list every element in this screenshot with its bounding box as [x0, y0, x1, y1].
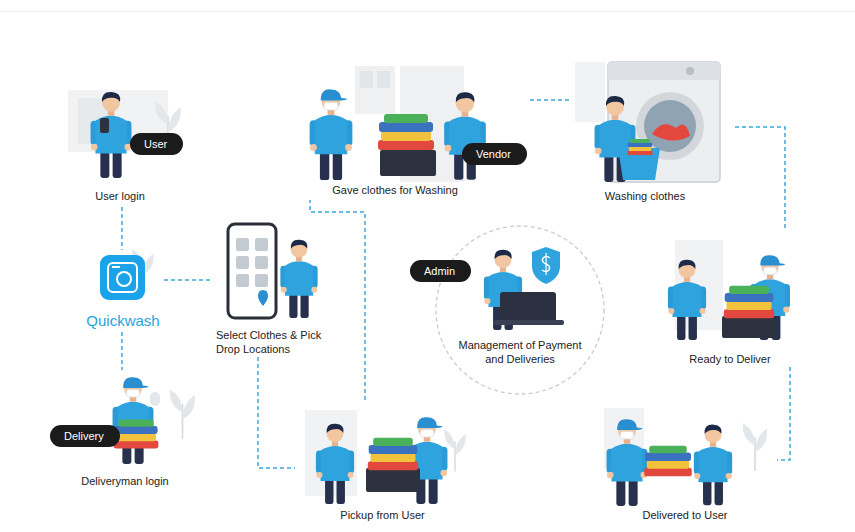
vendor-scene-rect — [377, 71, 390, 88]
delivered-step: Delivered to User — [595, 400, 777, 525]
pickup-scene-use — [444, 430, 465, 472]
washing-scene-use — [627, 139, 652, 155]
circle-outline-shape — [436, 226, 604, 394]
step-caption: Pickup from User — [295, 508, 470, 522]
delivered-scene-use — [644, 446, 692, 477]
step-caption: Select Clothes & Pick Drop Locations — [216, 328, 348, 356]
dashed-connector — [121, 332, 123, 370]
washing-scene-circle — [686, 67, 694, 75]
vendor-scene-use — [378, 114, 434, 150]
circle-outline — [435, 225, 605, 395]
admin-scene-rect — [500, 292, 556, 322]
phone-scene-rect — [228, 224, 276, 318]
select-step: Select Clothes & Pick Drop Locations — [212, 220, 352, 357]
dashed-connector — [310, 200, 365, 400]
washing-scene — [575, 62, 720, 182]
quickwash-logo-rect — [100, 255, 145, 300]
top-rule — [0, 11, 855, 12]
phone-scene-rect — [236, 274, 249, 287]
step-caption: User login — [55, 189, 185, 203]
step-caption: Gave clothes for Washing — [300, 183, 490, 197]
quickwash-logo-rect — [108, 263, 137, 292]
step-caption: Washing clothes — [570, 189, 720, 203]
ready-scene — [668, 240, 790, 340]
app-logo: Quickwash — [82, 250, 164, 332]
role-badge: Delivery — [50, 425, 120, 447]
vendor-step: VendorGave clothes for Washing — [300, 60, 530, 200]
admin-scene-rect — [494, 320, 564, 325]
deliveryman-scene-use — [170, 390, 195, 439]
dashed-connector — [777, 367, 790, 460]
delivered-scene-use — [694, 425, 732, 506]
pickup-scene-use — [368, 438, 418, 470]
user-step: UserUser login — [55, 85, 195, 207]
delivered-scene — [604, 408, 767, 506]
step-caption: Deliveryman login — [45, 474, 205, 488]
vendor-scene-use — [444, 92, 486, 180]
ready-step: Ready to Deliver — [655, 230, 807, 367]
washing-scene-rect — [608, 62, 720, 80]
deliveryman-scene — [113, 377, 195, 464]
admin-circle: AdminManagement of Payment and Deliverie… — [435, 225, 605, 395]
step-caption: Ready to Deliver — [655, 352, 805, 366]
dashed-connector — [164, 279, 212, 281]
user-scene-rect — [100, 118, 109, 133]
vendor-scene-rect — [355, 66, 395, 114]
dashed-connector — [121, 207, 123, 250]
washing-step: Washing clothes — [570, 55, 735, 207]
user-scene-use — [91, 92, 132, 178]
delivered-scene-use — [607, 419, 648, 506]
delivered-scene-use — [743, 423, 767, 471]
quickwash-logo — [100, 249, 154, 300]
phone-scene-rect — [255, 238, 268, 251]
admin-scene — [484, 247, 564, 330]
deliveryman-scene-use — [114, 420, 159, 449]
quickwash-logo-rect — [112, 266, 120, 268]
washing-scene-rect — [575, 62, 605, 122]
vendor-scene — [310, 66, 486, 182]
washing-scene-path — [652, 124, 690, 140]
phone-scene-rect — [236, 256, 249, 269]
brand-name: Quickwash — [84, 312, 162, 330]
role-badge: User — [130, 133, 183, 155]
top-rule-rect — [0, 11, 855, 12]
admin-scene-rect — [546, 253, 547, 275]
step-caption: Delivered to User — [595, 508, 775, 522]
phone-scene-path — [258, 290, 268, 306]
vendor-scene-use — [310, 89, 353, 180]
phone-scene — [228, 224, 318, 318]
deliveryman-scene-rect — [150, 392, 160, 406]
pickup-scene-rect — [366, 468, 420, 492]
dashed-connector — [735, 127, 785, 230]
phone-scene-rect — [255, 274, 268, 287]
role-badge: Vendor — [462, 143, 527, 165]
role-badge: Admin — [410, 260, 471, 282]
deliveryman-step: DeliveryDeliveryman login — [45, 370, 207, 490]
ready-scene-use — [668, 260, 706, 340]
pickup-step: Pickup from User — [295, 400, 472, 525]
phone-scene-use — [280, 240, 317, 318]
pickup-scene — [305, 410, 466, 504]
quickwash-logo-circle — [117, 272, 131, 286]
ready-scene-use — [724, 286, 774, 318]
ready-scene-rect — [722, 316, 776, 338]
phone-scene-rect — [255, 256, 268, 269]
step-caption: Management of Payment and Deliveries — [450, 338, 590, 366]
vendor-scene-rect — [380, 150, 436, 176]
vendor-scene-rect — [360, 71, 373, 88]
admin-scene-path — [532, 247, 560, 284]
dashed-connector — [258, 357, 295, 468]
pickup-scene-use — [316, 424, 354, 504]
dashed-connector — [530, 99, 570, 101]
phone-scene-rect — [236, 238, 249, 251]
